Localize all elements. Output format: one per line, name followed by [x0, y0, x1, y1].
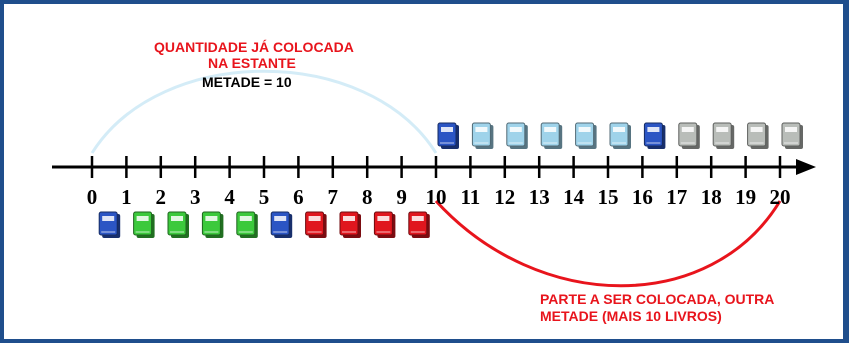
tick-label: 0 [87, 185, 98, 209]
top-half-arc [90, 69, 438, 154]
book-icon [201, 211, 224, 238]
tick-label: 9 [396, 185, 407, 209]
tick-label: 7 [328, 185, 339, 209]
tick-label: 2 [156, 185, 167, 209]
tick-label: 12 [494, 185, 515, 209]
top-annotation-line1: QUANTIDADE JÁ COLOCADA [154, 39, 354, 55]
book-icon [643, 122, 666, 149]
book-icon [437, 122, 459, 149]
tick-label: 1 [121, 185, 132, 209]
axis-arrow-icon [796, 159, 816, 175]
tick-label: 4 [224, 185, 235, 209]
book-icon [339, 211, 361, 238]
book-icon [609, 122, 631, 149]
tick-label: 18 [701, 185, 722, 209]
book-icon [540, 122, 563, 149]
book-icon [373, 211, 396, 238]
top-annotation-line3: METADE = 10 [202, 74, 292, 90]
bottom-annotation-line1: PARTE A SER COLOCADA, OUTRA [540, 291, 775, 307]
bottom-annotation-line2: METADE (MAIS 10 LIVROS) [540, 308, 722, 324]
tick-label: 10 [426, 185, 447, 209]
book-icon [98, 211, 121, 238]
book-icon [781, 122, 803, 149]
book-icon [270, 211, 293, 238]
tick-label: 5 [259, 185, 270, 209]
tick-label: 14 [563, 185, 585, 209]
tick-label: 16 [632, 185, 653, 209]
tick-label: 13 [529, 185, 550, 209]
book-icon [678, 122, 700, 149]
book-icon [133, 211, 155, 238]
book-icon [747, 122, 769, 149]
book-icon [236, 211, 258, 238]
tick-label: 15 [598, 185, 619, 209]
book-icon [712, 122, 735, 149]
book-icon [471, 122, 494, 149]
tick-label: 17 [666, 185, 687, 209]
tick-label: 19 [735, 185, 756, 209]
book-icon [167, 211, 189, 238]
book-icon [506, 122, 528, 149]
book-icon [408, 211, 430, 238]
book-icon [575, 122, 597, 149]
top-annotation-line2: NA ESTANTE [208, 55, 296, 71]
tick-label: 3 [190, 185, 201, 209]
tick-label: 20 [770, 185, 791, 209]
bottom-half-arc [434, 199, 782, 288]
tick-label: 6 [293, 185, 304, 209]
book-icon [305, 211, 327, 238]
tick-label: 11 [460, 185, 480, 209]
tick-label: 8 [362, 185, 373, 209]
